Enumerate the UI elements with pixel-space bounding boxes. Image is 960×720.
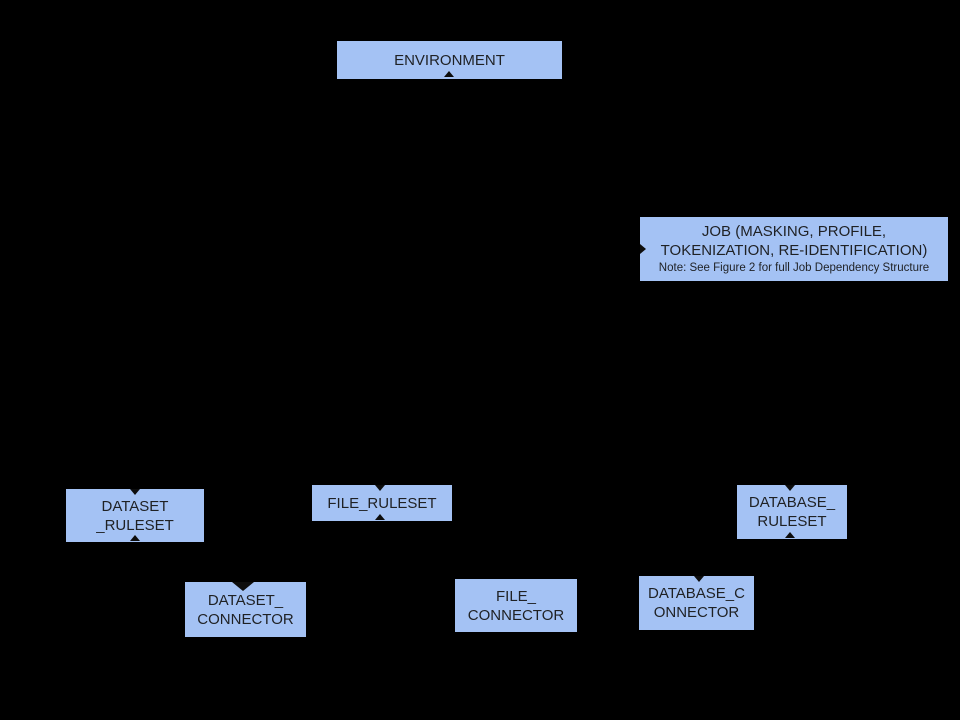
arrowhead-dataset-ruleset-top [130,489,140,495]
arrowhead-environment-bottom [444,71,454,77]
node-job-note: Note: See Figure 2 for full Job Dependen… [658,262,930,274]
node-job-label: JOB (MASKING, PROFILE, TOKENIZATION, RE-… [660,223,928,259]
arrowhead-file-ruleset-top [375,485,385,491]
node-dataset-connector: DATASET_ CONNECTOR [185,582,306,637]
node-database-ruleset-label: DATABASE_ RULESET [748,494,836,530]
node-file-connector-label: FILE_ CONNECTOR [467,587,565,624]
node-dataset-connector-label: DATASET_ CONNECTOR [197,591,294,628]
node-database-ruleset: DATABASE_ RULESET [737,485,847,539]
arrowhead-file-ruleset-bottom [375,514,385,520]
arrowhead-dataset-ruleset-bottom [130,535,140,541]
node-database-connector-label: DATABASE_C ONNECTOR [648,585,745,621]
node-job: JOB (MASKING, PROFILE, TOKENIZATION, RE-… [640,217,948,281]
arrowhead-job-left [640,244,646,254]
node-database-connector: DATABASE_C ONNECTOR [639,576,754,630]
arrowhead-dataset-connector-top [232,582,254,591]
node-dataset-ruleset: DATASET _RULESET [66,489,204,542]
arrowhead-database-ruleset-bottom [785,532,795,538]
arrowhead-database-connector-top [694,576,704,582]
node-file-connector: FILE_ CONNECTOR [455,579,577,632]
arrowhead-database-ruleset-top [785,485,795,491]
node-file-ruleset-label: FILE_RULESET [327,494,437,512]
node-dataset-ruleset-label: DATASET _RULESET [96,497,174,534]
node-environment-label: ENVIRONMENT [394,51,505,69]
